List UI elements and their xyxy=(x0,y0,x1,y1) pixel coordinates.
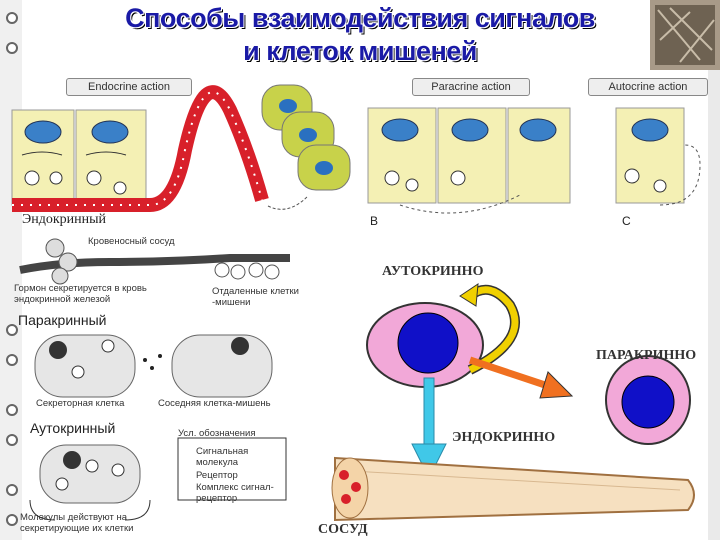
paracrine-title: Паракринный xyxy=(18,312,107,328)
binder-rings xyxy=(0,0,22,540)
page-title-line1: Способы взаимодействия сигналов xyxy=(125,3,595,33)
autocrine-ru-label: АУТОКРИННО xyxy=(382,264,484,279)
page-title-line2: и клеток мишеней xyxy=(243,36,477,66)
panel-letter-b: B xyxy=(370,214,379,228)
endocrine-ru-label-right: ЭНДОКРИННО xyxy=(452,430,556,445)
legend-signal-molecule: Сигнальная молекула xyxy=(196,446,249,468)
paracrine-scheme xyxy=(34,334,273,398)
hormone-secretion-label: Гормон секретируется в кровь эндокринной… xyxy=(14,283,147,305)
legend-receptor: Рецептор xyxy=(196,470,238,481)
autocrine-action-diagram xyxy=(615,107,701,206)
autocrine-scheme xyxy=(29,437,287,521)
autocrine-title: Аутокринный xyxy=(30,420,116,436)
signal-pathways-scheme xyxy=(331,283,695,522)
decorative-texture xyxy=(650,0,720,540)
neighbor-target-label: Соседняя клетка-мишень xyxy=(158,398,271,409)
legend-complex: Комплекс сигнал-рецептор xyxy=(196,482,274,504)
endocrine-scheme xyxy=(19,238,290,285)
endocrine-action-label: Endocrine action xyxy=(66,78,192,96)
blood-vessel-label: Кровеносный сосуд xyxy=(88,236,175,247)
distant-targets-label: Отдаленные клетки -мишени xyxy=(212,286,299,308)
paracrine-action-label: Paracrine action xyxy=(412,78,530,96)
paracrine-action-diagram xyxy=(367,107,571,214)
endocrine-ru-label: Эндокринный xyxy=(22,212,107,227)
panel-letter-c: C xyxy=(622,214,631,228)
autocrine-bottom-caption: Молекулы действуют на секретирующие их к… xyxy=(20,512,134,534)
vessel-ru-label: СОСУД xyxy=(318,522,368,537)
legend-title: Усл. обозначения xyxy=(178,428,256,439)
autocrine-action-label: Autocrine action xyxy=(588,78,708,96)
paracrine-ru-label: ПАРАКРИННО xyxy=(596,348,697,363)
endocrine-action-diagram xyxy=(11,84,351,212)
secretory-cell-label: Секреторная клетка xyxy=(36,398,125,409)
